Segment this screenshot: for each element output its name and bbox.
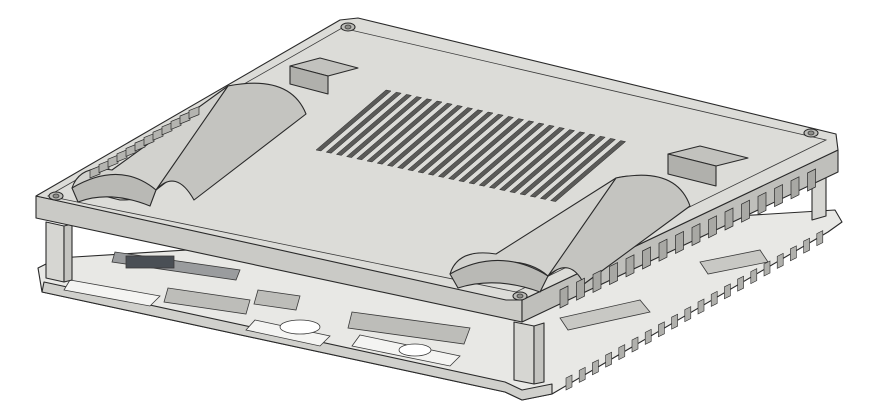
fin <box>625 254 635 278</box>
fin <box>691 223 701 247</box>
fin <box>658 321 665 338</box>
vent-slot <box>539 138 616 200</box>
corner-screw <box>512 291 528 301</box>
vent-slot <box>346 96 423 158</box>
vent-slot <box>509 131 586 194</box>
fin <box>816 230 824 247</box>
vent-slot <box>499 129 576 191</box>
fin <box>609 262 618 286</box>
fin <box>750 268 758 285</box>
vent-slot <box>417 111 494 174</box>
support-post-front <box>513 321 535 385</box>
fin <box>737 275 744 292</box>
fin <box>134 138 146 152</box>
fin <box>644 328 652 345</box>
vent-slot <box>488 127 565 189</box>
side-fins-right <box>559 168 816 309</box>
fin <box>774 184 783 208</box>
fin <box>107 154 119 168</box>
vent-slot <box>366 100 443 163</box>
fin <box>684 306 692 323</box>
vent-slot <box>437 116 514 178</box>
corner-screws <box>48 22 819 301</box>
fin <box>675 230 684 254</box>
fin <box>724 207 734 231</box>
fin <box>143 133 155 147</box>
corner-screw <box>340 22 356 32</box>
fin <box>776 252 784 269</box>
side-fins-left <box>89 106 200 179</box>
vent-slot <box>407 109 484 172</box>
fin <box>565 374 573 391</box>
vent-slot <box>478 124 555 187</box>
vent-slot <box>550 140 627 202</box>
vent-slot <box>448 118 525 180</box>
fin <box>170 116 182 130</box>
fin <box>618 344 626 361</box>
corner-screw <box>803 128 819 138</box>
vent-slot <box>356 98 433 161</box>
support-posts <box>45 165 827 385</box>
vent-slot <box>427 113 504 176</box>
fin <box>710 290 718 307</box>
fin <box>188 106 200 120</box>
fin <box>807 168 816 192</box>
fin <box>708 215 717 239</box>
fin <box>803 237 810 254</box>
vent-slot <box>325 91 402 154</box>
rubber-foot-left <box>71 82 307 207</box>
support-post-left <box>45 221 65 283</box>
rubber-foot-right <box>449 174 691 293</box>
fin <box>152 127 164 141</box>
fin <box>89 165 101 179</box>
fin <box>592 359 599 376</box>
fin <box>790 176 800 200</box>
fin <box>741 199 750 223</box>
vent-slot <box>335 94 412 156</box>
circuit-board <box>111 249 769 345</box>
fin <box>116 149 128 163</box>
lid-cutouts <box>289 57 749 187</box>
vent-slot <box>529 135 606 198</box>
fin <box>98 160 110 174</box>
fin <box>658 238 668 262</box>
fin <box>763 260 771 277</box>
vent-slot <box>519 133 596 196</box>
corner-screw <box>48 191 64 201</box>
fin <box>642 246 651 270</box>
fin <box>592 269 602 293</box>
vent-grille <box>315 89 627 202</box>
fin <box>697 298 705 315</box>
vent-slot <box>376 102 453 165</box>
side-fins-base <box>565 230 824 391</box>
fin <box>161 122 173 136</box>
vent-slot <box>458 120 535 183</box>
fin <box>671 313 678 330</box>
fin <box>724 283 731 300</box>
fin <box>757 191 767 215</box>
fin <box>125 143 137 157</box>
fin <box>790 245 797 262</box>
fin <box>576 277 585 301</box>
fin <box>605 351 612 368</box>
fin <box>559 285 569 309</box>
vent-slot <box>386 105 463 167</box>
vent-slot <box>397 107 474 169</box>
vent-slot <box>315 89 392 152</box>
fin <box>179 111 191 125</box>
fin <box>631 336 639 353</box>
fin <box>578 366 586 383</box>
board-connector <box>125 255 175 269</box>
vent-slot <box>468 122 545 185</box>
